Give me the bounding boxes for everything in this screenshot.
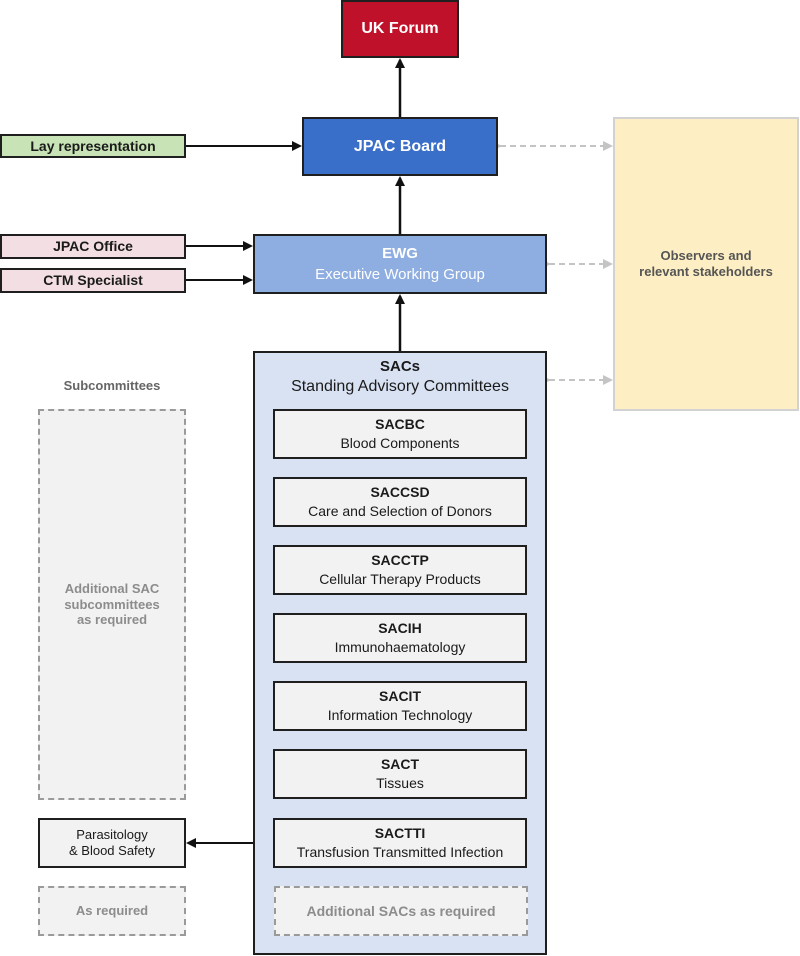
ewg-code: EWG bbox=[382, 244, 418, 262]
jpac-board-box: JPAC Board bbox=[302, 117, 498, 176]
additional-sacs-box: Additional SACs as required bbox=[274, 886, 528, 936]
parasitology-box: Parasitology & Blood Safety bbox=[38, 818, 186, 868]
sacs-name: Standing Advisory Committees bbox=[291, 377, 509, 395]
committee-code: SACIH bbox=[378, 620, 422, 637]
committee-saccsd: SACCSD Care and Selection of Donors bbox=[273, 477, 527, 527]
committee-name: Transfusion Transmitted Infection bbox=[296, 844, 504, 860]
committee-sacctp: SACCTP Cellular Therapy Products bbox=[273, 545, 527, 595]
additional-subcommittees-box: Additional SAC subcommittees as required bbox=[38, 409, 186, 800]
committee-sacit: SACIT Information Technology bbox=[273, 681, 527, 731]
committee-code: SACCSD bbox=[370, 484, 430, 501]
ewg-name: Executive Working Group bbox=[315, 265, 485, 283]
committee-name: Tissues bbox=[376, 775, 424, 791]
observers-line2: relevant stakeholders bbox=[639, 264, 773, 279]
additional-subcommittees-line3: as required bbox=[76, 612, 148, 628]
observers-line1: Observers and bbox=[660, 248, 752, 264]
committee-code: SACTTI bbox=[374, 825, 426, 842]
additional-subcommittees-line1: Additional SAC bbox=[64, 581, 160, 597]
sacs-code: SACs bbox=[379, 358, 420, 375]
committee-name: Immunohaematology bbox=[334, 639, 466, 655]
committee-code: SACT bbox=[380, 756, 420, 773]
sacs-header: SACs Standing Advisory Committees bbox=[253, 358, 547, 397]
committee-code: SACIT bbox=[379, 688, 421, 705]
committee-name: Blood Components bbox=[340, 435, 460, 451]
as-required-box: As required bbox=[38, 886, 186, 936]
additional-sacs-label: Additional SACs as required bbox=[306, 902, 496, 919]
lay-representation-label: Lay representation bbox=[30, 137, 156, 154]
jpac-office-label: JPAC Office bbox=[53, 238, 133, 255]
lay-representation-box: Lay representation bbox=[0, 134, 186, 158]
jpac-board-label: JPAC Board bbox=[353, 137, 447, 155]
committee-sact: SACT Tissues bbox=[273, 749, 527, 799]
parasitology-line2: & Blood Safety bbox=[69, 843, 155, 858]
committee-name: Cellular Therapy Products bbox=[319, 571, 481, 587]
ctm-specialist-box: CTM Specialist bbox=[0, 268, 186, 293]
committee-sacbc: SACBC Blood Components bbox=[273, 409, 527, 459]
committee-sacih: SACIH Immunohaematology bbox=[273, 613, 527, 663]
jpac-office-box: JPAC Office bbox=[0, 234, 186, 259]
committee-name: Care and Selection of Donors bbox=[308, 503, 492, 519]
committee-code: SACBC bbox=[375, 416, 425, 433]
uk-forum-box: UK Forum bbox=[341, 0, 459, 58]
committee-code: SACCTP bbox=[371, 552, 429, 569]
ctm-specialist-label: CTM Specialist bbox=[43, 272, 143, 289]
observers-box: Observers and relevant stakeholders bbox=[613, 117, 799, 411]
uk-forum-label: UK Forum bbox=[361, 20, 439, 38]
committee-sactti: SACTTI Transfusion Transmitted Infection bbox=[273, 818, 527, 868]
as-required-label: As required bbox=[75, 903, 149, 919]
subcommittees-heading: Subcommittees bbox=[63, 378, 161, 393]
ewg-box: EWG Executive Working Group bbox=[253, 234, 547, 294]
committee-name: Information Technology bbox=[327, 707, 473, 723]
additional-subcommittees-line2: subcommittees bbox=[64, 596, 160, 612]
parasitology-line1: Parasitology bbox=[76, 827, 148, 843]
